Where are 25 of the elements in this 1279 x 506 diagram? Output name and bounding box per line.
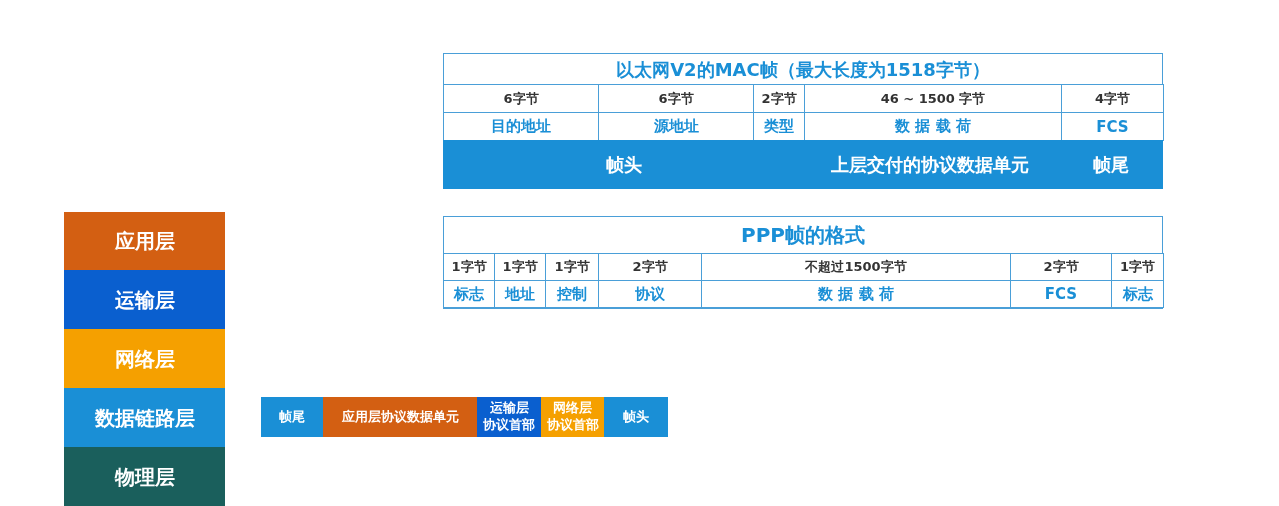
frame-segment [541, 397, 604, 437]
frame-format-table [443, 53, 1163, 189]
frame-segment: 帧头 [604, 397, 668, 437]
segment-label: 协议首部 [546, 417, 599, 434]
band-label: 帧头 [606, 153, 642, 177]
frame-segment [477, 397, 541, 437]
table-title: PPP帧的格式 [740, 221, 866, 249]
frame-format-table [443, 216, 1163, 309]
segment-label: 网络层 [553, 400, 592, 417]
layer-box: 物理层 [64, 447, 225, 506]
segment-label: 运输层 [489, 400, 529, 417]
band-label: 上层交付的协议数据单元 [831, 153, 1029, 177]
layer-box: 应用层 [64, 212, 225, 270]
byte-size-cell: 4字节 [1061, 84, 1164, 113]
layer-box: 网络层 [64, 329, 225, 388]
frame-segment: 应用层协议数据单元 [323, 397, 477, 437]
field-name-cell: 标志 [1111, 280, 1164, 308]
table-title: 以太网V2的MAC帧（最大长度为1518字节） [615, 57, 991, 82]
segment-label: 协议首部 [483, 417, 535, 434]
band-label: 帧尾 [1093, 153, 1129, 177]
header-band [443, 140, 1163, 189]
layer-box: 数据链路层 [64, 388, 225, 447]
frame-segment: 帧尾 [261, 397, 323, 437]
layer-box: 运输层 [64, 270, 225, 329]
byte-size-cell: 1字节 [1111, 253, 1164, 281]
